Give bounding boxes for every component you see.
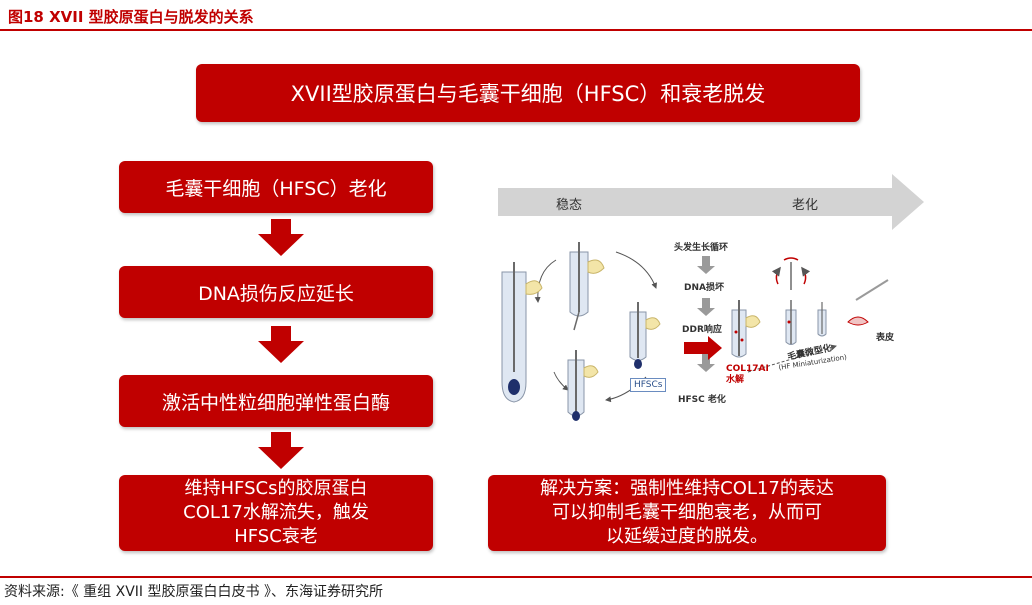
down-arrow-icon [258, 219, 304, 256]
hair-follicle-illustration: 稳态 老化 头发生长循环 DNA损坏 DDR响应 HFSC 老化 HFSCs C… [496, 172, 928, 444]
gray-down-arrow [697, 354, 715, 372]
follicle-diagram-graphic [498, 174, 924, 421]
miniaturized-follicle [817, 302, 827, 337]
epidermis-label: 表皮 [876, 333, 895, 343]
catagen-follicle [569, 242, 605, 331]
step-col17-loss: 维持HFSCs的胶原蛋白 COL17水解流失，触发 HFSC衰老 [119, 475, 433, 551]
cycle-label: 头发生长循环 [674, 243, 729, 253]
ddr-label: DDR响应 [682, 325, 722, 335]
step-col17-line2: COL17水解流失，触发 [183, 502, 369, 523]
stage-progress-arrow [498, 174, 924, 230]
anagen-follicle [501, 262, 543, 403]
aging-follicle [731, 300, 761, 358]
source-note: 资料来源:《 重组 XVII 型胶原蛋白白皮书 》、东海证券研究所 [4, 584, 383, 600]
figure-title: 图18 XVII 型胶原蛋白与脱发的关系 [8, 8, 254, 26]
step-col17-line1: 维持HFSCs的胶原蛋白 [184, 478, 368, 499]
down-arrow-icon [258, 432, 304, 469]
solution-line2: 可以抑制毛囊干细胞衰老，从而可 [551, 502, 822, 523]
main-title-banner: XVII型胶原蛋白与毛囊干细胞（HFSC）和衰老脱发 [196, 64, 860, 122]
hfscs-tag: HFSCs [630, 378, 667, 392]
dna-damage-label: DNA损坏 [684, 283, 724, 293]
red-transition-arrow [684, 336, 722, 360]
stage-label-aging: 老化 [792, 198, 819, 213]
hfsc-aging-label: HFSC 老化 [678, 395, 726, 405]
cycle-arrow [534, 259, 557, 303]
down-arrow-icon [258, 326, 304, 363]
cycle-arrow [553, 371, 569, 391]
miniaturizing-follicle [785, 300, 797, 345]
step-col17-line3: HFSC衰老 [234, 526, 318, 547]
step-dna-damage: DNA损伤反应延长 [119, 266, 433, 318]
step-neutrophil-elastase: 激活中性粒细胞弹性蛋白酶 [119, 375, 433, 427]
solution-box: 解决方案：强制性维持COL17的表达 可以抑制毛囊干细胞衰老，从而可 以延缓过度… [488, 475, 886, 551]
cycle-arrow [615, 251, 658, 289]
shedding-hair [771, 257, 811, 290]
bottom-divider [0, 576, 1032, 578]
miniaturization-arrow [747, 344, 837, 373]
telogen-follicle [629, 302, 661, 369]
gray-down-arrow [697, 256, 715, 274]
new-anagen-follicle [567, 350, 599, 421]
gray-down-arrow [697, 298, 715, 316]
step-hfsc-aging: 毛囊干细胞（HFSC）老化 [119, 161, 433, 213]
col17-label-line2: 水解 [726, 375, 745, 385]
col17-hydrolysis-label: COL17AI 水解 [726, 364, 769, 386]
epidermis-remnant [847, 279, 889, 326]
solution-line1: 解决方案：强制性维持COL17的表达 [540, 478, 834, 499]
stage-label-steady: 稳态 [556, 198, 583, 213]
col17-label-line1: COL17AI [726, 364, 769, 374]
solution-line3: 以延缓过度的脱发。 [605, 526, 768, 547]
top-divider [0, 29, 1032, 31]
